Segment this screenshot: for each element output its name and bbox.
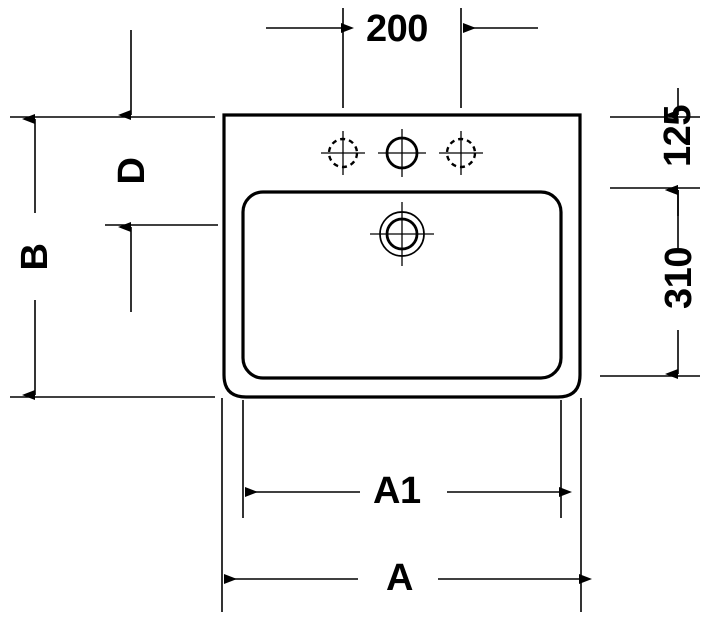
dimension-label-200: 200 [366, 8, 428, 50]
dimension-A-group [221, 398, 592, 612]
dimension-label-A1: A1 [373, 470, 421, 512]
dimension-label-310: 310 [658, 247, 700, 309]
tap-hole-left [321, 131, 365, 175]
dimension-label-125: 125 [657, 105, 699, 167]
dimension-200-group [266, 8, 538, 108]
dimension-D-group [105, 30, 218, 312]
drain-outlet [370, 202, 434, 266]
dimension-label-D: D [111, 157, 153, 185]
tap-hole-center [378, 129, 426, 177]
tap-hole-right [439, 131, 483, 175]
dimension-B-group [10, 114, 215, 400]
dimension-310-group [600, 185, 700, 379]
dimension-A1-group [242, 400, 572, 518]
basin-outer-outline [222, 113, 582, 399]
basin-bowl-outline [241, 190, 563, 380]
dimension-label-B: B [14, 243, 56, 271]
dimension-label-A: A [386, 557, 413, 599]
